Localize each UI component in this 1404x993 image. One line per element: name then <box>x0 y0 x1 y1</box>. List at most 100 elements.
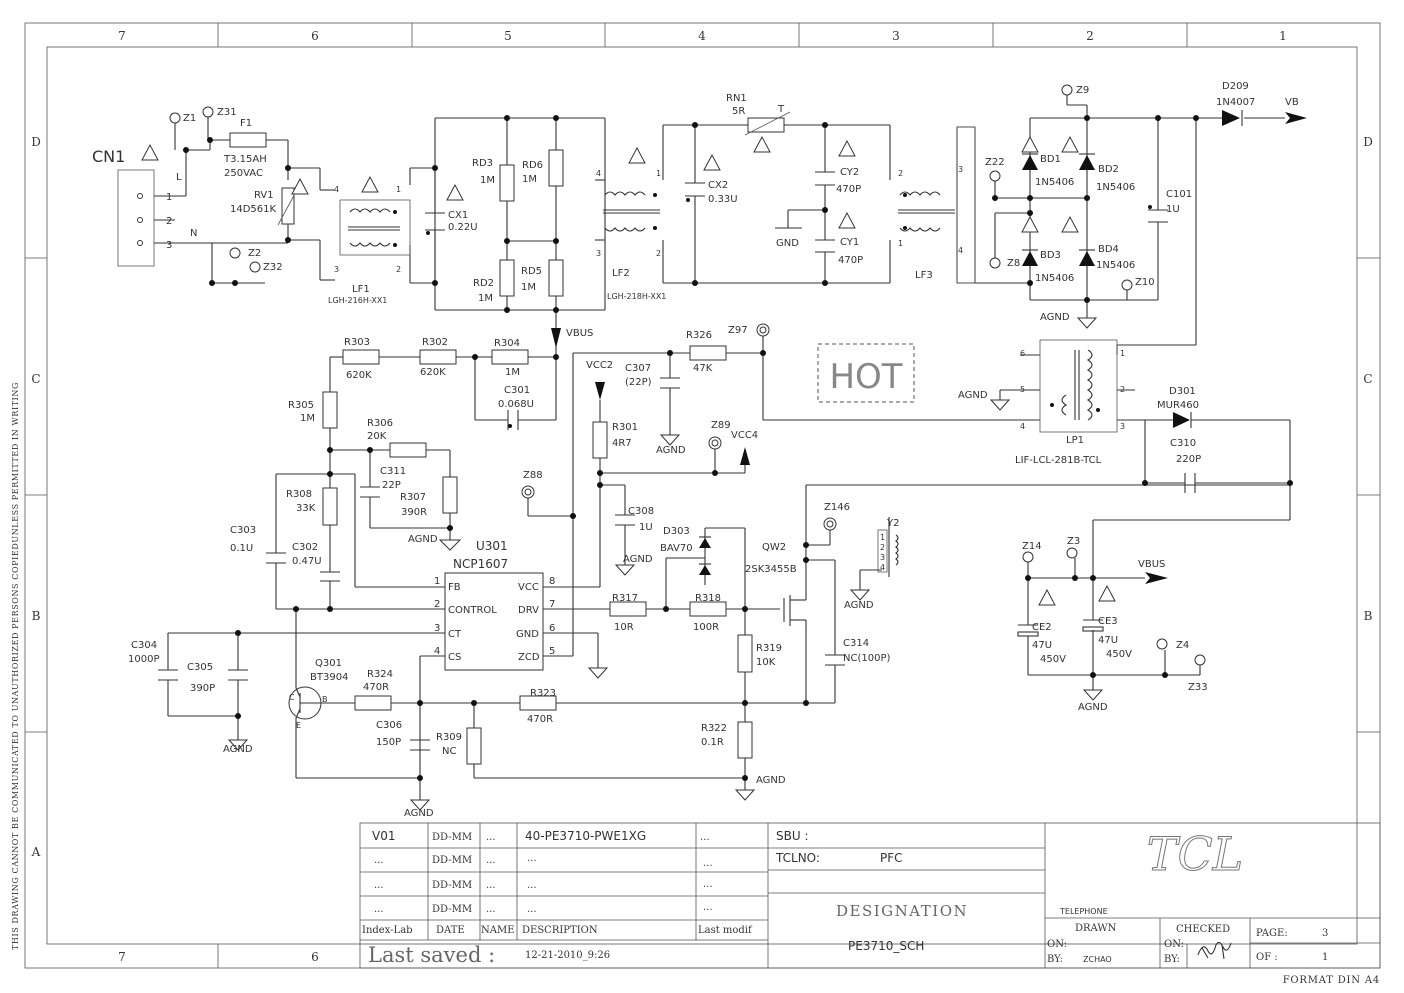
svg-text:1N5406: 1N5406 <box>1096 260 1135 271</box>
svg-text:DESIGNATION: DESIGNATION <box>836 902 968 920</box>
svg-text:RD5: RD5 <box>521 266 542 277</box>
svg-text:2: 2 <box>898 169 903 178</box>
svg-text:NC(100P): NC(100P) <box>843 653 890 664</box>
svg-text:CE2: CE2 <box>1032 622 1052 633</box>
svg-text:C101: C101 <box>1166 189 1192 200</box>
svg-text:8: 8 <box>549 576 555 587</box>
svg-text:AGND: AGND <box>1078 702 1108 713</box>
svg-text:Z33: Z33 <box>1188 682 1208 693</box>
svg-text:1M: 1M <box>300 413 315 424</box>
svg-text:1N5406: 1N5406 <box>1096 182 1135 193</box>
svg-text:Q301: Q301 <box>315 658 342 669</box>
svg-text:2SK3455B: 2SK3455B <box>745 564 797 575</box>
svg-text:...: ... <box>527 853 537 864</box>
svg-text:BD2: BD2 <box>1098 164 1119 175</box>
svg-text:R305: R305 <box>288 400 314 411</box>
svg-text:1N5406: 1N5406 <box>1035 273 1074 284</box>
svg-text:10K: 10K <box>756 657 776 668</box>
col-label: 4 <box>698 29 706 43</box>
svg-text:10R: 10R <box>614 622 634 633</box>
svg-text:TELEPHONE: TELEPHONE <box>1059 907 1108 916</box>
svg-text:1M: 1M <box>478 293 493 304</box>
svg-text:ZCHAO: ZCHAO <box>1083 955 1112 964</box>
svg-text:1: 1 <box>898 239 903 248</box>
svg-text:C308: C308 <box>628 506 654 517</box>
svg-text:E: E <box>296 721 301 730</box>
svg-text:R309: R309 <box>436 732 462 743</box>
svg-text:D303: D303 <box>663 526 690 537</box>
svg-text:LF2: LF2 <box>612 268 630 279</box>
svg-text:BD3: BD3 <box>1040 250 1061 261</box>
svg-text:Z4: Z4 <box>1176 640 1189 651</box>
svg-text:BD4: BD4 <box>1098 244 1119 255</box>
svg-text:TCLNO:: TCLNO: <box>775 851 820 865</box>
svg-text:4: 4 <box>958 246 963 255</box>
svg-text:Y2: Y2 <box>886 518 899 529</box>
svg-text:VBUS: VBUS <box>1138 559 1165 570</box>
col-label: 6 <box>311 29 319 43</box>
svg-text:ON:: ON: <box>1047 939 1067 950</box>
svg-text:150P: 150P <box>376 737 401 748</box>
svg-text:R302: R302 <box>422 337 448 348</box>
col-label: 5 <box>504 29 512 43</box>
svg-text:R301: R301 <box>612 422 638 433</box>
svg-text:C314: C314 <box>843 638 869 649</box>
svg-text:VBUS: VBUS <box>566 328 593 339</box>
svg-text:470R: 470R <box>363 682 389 693</box>
svg-text:D301: D301 <box>1169 386 1196 397</box>
svg-text:T3.15AH: T3.15AH <box>223 154 267 165</box>
col-label: 2 <box>1086 29 1094 43</box>
svg-text:2: 2 <box>396 265 401 274</box>
svg-text:3: 3 <box>1120 422 1125 431</box>
svg-text:12-21-2010_9:26: 12-21-2010_9:26 <box>525 950 610 961</box>
svg-text:LF1: LF1 <box>352 284 370 295</box>
svg-text:VCC2: VCC2 <box>586 360 613 371</box>
svg-text:3: 3 <box>434 623 440 634</box>
svg-text:NAME: NAME <box>481 925 515 936</box>
svg-text:NCP1607: NCP1607 <box>453 557 508 571</box>
cn-pin: 3 <box>166 240 172 251</box>
svg-text:DD-MM: DD-MM <box>432 880 472 891</box>
svg-text:LIF-LCL-281B-TCL: LIF-LCL-281B-TCL <box>1015 455 1102 466</box>
col-label: 6 <box>311 950 319 964</box>
svg-text:CY1: CY1 <box>840 237 859 248</box>
title-block-text: V01 DD-MM ... 40-PE3710-PWE1XG ... ... D… <box>362 827 1328 968</box>
svg-text:F1: F1 <box>240 118 252 129</box>
svg-text:...: ... <box>374 904 384 915</box>
svg-text:C310: C310 <box>1170 438 1196 449</box>
svg-text:...: ... <box>700 832 710 843</box>
svg-text:MUR460: MUR460 <box>1157 400 1199 411</box>
svg-text:CY2: CY2 <box>840 167 859 178</box>
svg-text:Z22: Z22 <box>985 157 1005 168</box>
svg-text:GND: GND <box>516 629 539 640</box>
svg-text:BY:: BY: <box>1164 954 1180 965</box>
col-label: 7 <box>118 950 126 964</box>
svg-text:C307: C307 <box>625 363 651 374</box>
svg-text:7: 7 <box>549 599 555 610</box>
col-label: 3 <box>892 29 900 43</box>
svg-text:Z8: Z8 <box>1007 258 1020 269</box>
svg-text:390R: 390R <box>401 507 427 518</box>
svg-text:LP1: LP1 <box>1066 435 1084 446</box>
svg-text:0.068U: 0.068U <box>498 399 534 410</box>
svg-text:R304: R304 <box>494 338 520 349</box>
svg-text:N: N <box>190 228 197 239</box>
svg-text:R308: R308 <box>286 489 312 500</box>
svg-text:C311: C311 <box>380 466 406 477</box>
svg-text:2: 2 <box>1120 385 1125 394</box>
svg-text:4: 4 <box>434 646 440 657</box>
svg-text:3: 3 <box>880 553 885 562</box>
svg-text:RD2: RD2 <box>473 278 494 289</box>
ground-symbols <box>227 317 1104 811</box>
svg-text:Index-Lab: Index-Lab <box>362 925 413 936</box>
warning-icons <box>141 135 1116 606</box>
svg-text:GND: GND <box>776 238 799 249</box>
svg-text:DATE: DATE <box>436 925 465 936</box>
svg-text:3: 3 <box>1322 928 1328 939</box>
svg-text:AGND: AGND <box>404 808 434 819</box>
svg-text:CX1: CX1 <box>448 210 468 221</box>
svg-text:CE3: CE3 <box>1098 616 1118 627</box>
svg-text:DESCRIPTION: DESCRIPTION <box>522 925 598 936</box>
svg-text:L: L <box>176 172 182 183</box>
svg-text:C306: C306 <box>376 720 402 731</box>
